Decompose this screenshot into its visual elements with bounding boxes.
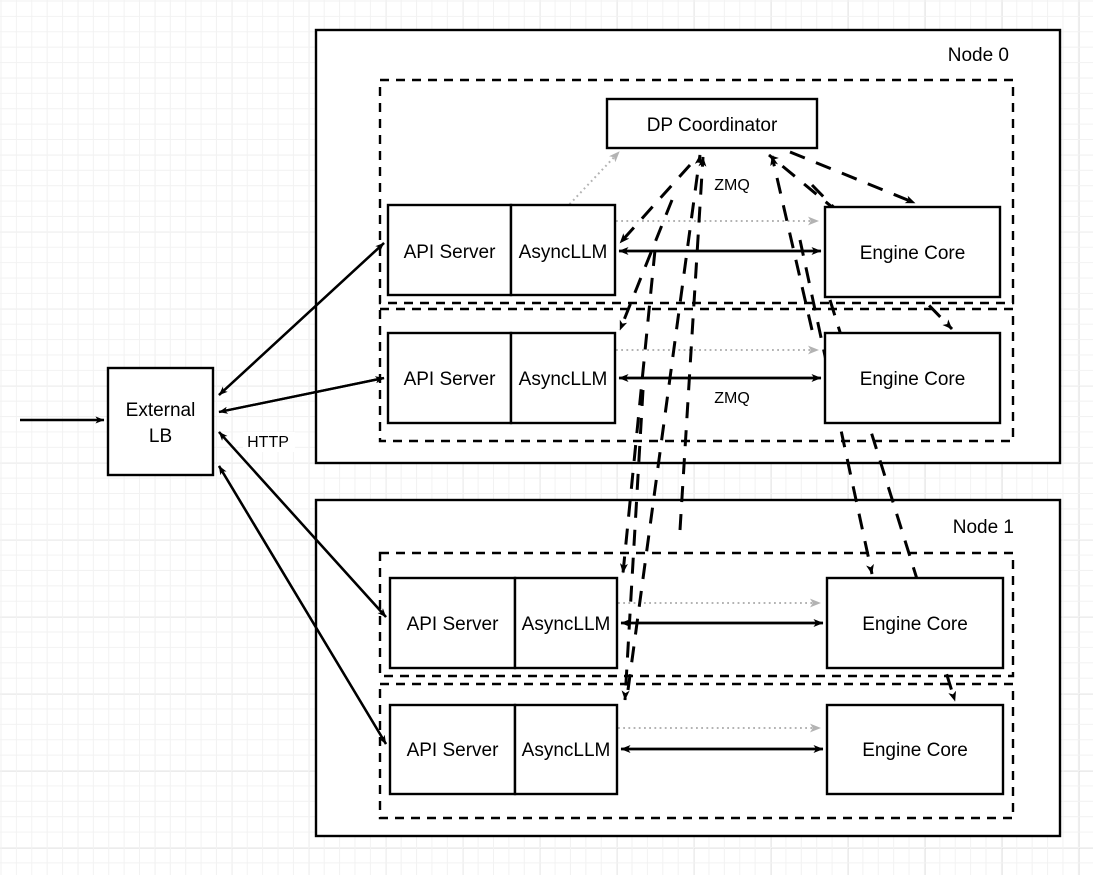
api-server-2-label: API Server <box>407 614 500 635</box>
asyncllm-3-label: AsyncLLM <box>522 740 611 761</box>
asyncllm-0-label: AsyncLLM <box>519 242 608 263</box>
edge-coordinator-to-async0 <box>618 163 692 245</box>
box-api-server-0[interactable]: API Server <box>386 203 513 297</box>
box-api-server-1[interactable]: API Server <box>386 331 513 425</box>
box-engine-core-3[interactable]: Engine Core <box>825 703 1005 796</box>
zmq-label-top: ZMQ <box>714 177 750 194</box>
asyncllm-2-label: AsyncLLM <box>522 614 611 635</box>
box-dp-coordinator[interactable]: DP Coordinator <box>605 97 819 150</box>
edge-api1-to-lb <box>218 376 385 414</box>
edge-engine1-to-coordinator <box>770 155 814 331</box>
box-engine-core-0[interactable]: Engine Core <box>823 205 1002 299</box>
box-api-server-3[interactable]: API Server <box>388 703 517 796</box>
dp-coordinator-label: DP Coordinator <box>647 115 778 136</box>
box-asyncllm-3[interactable]: AsyncLLM <box>513 703 619 796</box>
box-engine-core-2[interactable]: Engine Core <box>825 576 1005 670</box>
edge-coordinator-to-async1 <box>618 199 674 331</box>
box-asyncllm-2[interactable]: AsyncLLM <box>513 576 619 670</box>
zmq-label-mid: ZMQ <box>714 390 750 407</box>
external-lb-label-line1: External <box>126 400 196 421</box>
edge-engine2-to-coordinator <box>626 154 703 691</box>
box-asyncllm-1[interactable]: AsyncLLM <box>509 331 617 425</box>
asyncllm-1-label: AsyncLLM <box>519 369 608 390</box>
group-node0-dp0 <box>378 78 1015 305</box>
external-lb-label-line2: LB <box>149 426 172 447</box>
edge-api3-to-lb <box>217 465 388 745</box>
node0-label: Node 0 <box>948 45 1009 66</box>
edge-coordinator-to-async3 <box>621 389 645 701</box>
group-node1-dp0 <box>378 551 1015 678</box>
engine-core-3-label: Engine Core <box>862 740 968 761</box>
http-label: HTTP <box>247 434 289 451</box>
edge-engine3-to-coordinator <box>678 156 707 531</box>
engine-core-0-label: Engine Core <box>860 243 966 264</box>
box-asyncllm-0[interactable]: AsyncLLM <box>509 203 617 297</box>
solid-edges <box>20 242 824 753</box>
edge-engine0-to-coordinator <box>768 153 839 214</box>
engine-core-1-label: Engine Core <box>860 369 966 390</box>
api-server-3-label: API Server <box>407 740 500 761</box>
edge-api0-to-lb <box>218 242 385 396</box>
engine-core-2-label: Engine Core <box>862 614 968 635</box>
api-server-0-label: API Server <box>404 242 497 263</box>
node1-label: Node 1 <box>953 517 1014 538</box>
box-api-server-2[interactable]: API Server <box>388 576 517 670</box>
api-server-1-label: API Server <box>404 369 497 390</box>
group-node0-dp1 <box>378 307 1015 443</box>
edge-coordinator-to-engine0 <box>789 150 916 205</box>
edge-api2-to-lb <box>218 431 387 618</box>
edge-labels: HTTP ZMQ ZMQ <box>243 175 758 452</box>
box-external-lb[interactable]: External LB <box>106 366 215 477</box>
box-engine-core-1[interactable]: Engine Core <box>823 331 1002 425</box>
